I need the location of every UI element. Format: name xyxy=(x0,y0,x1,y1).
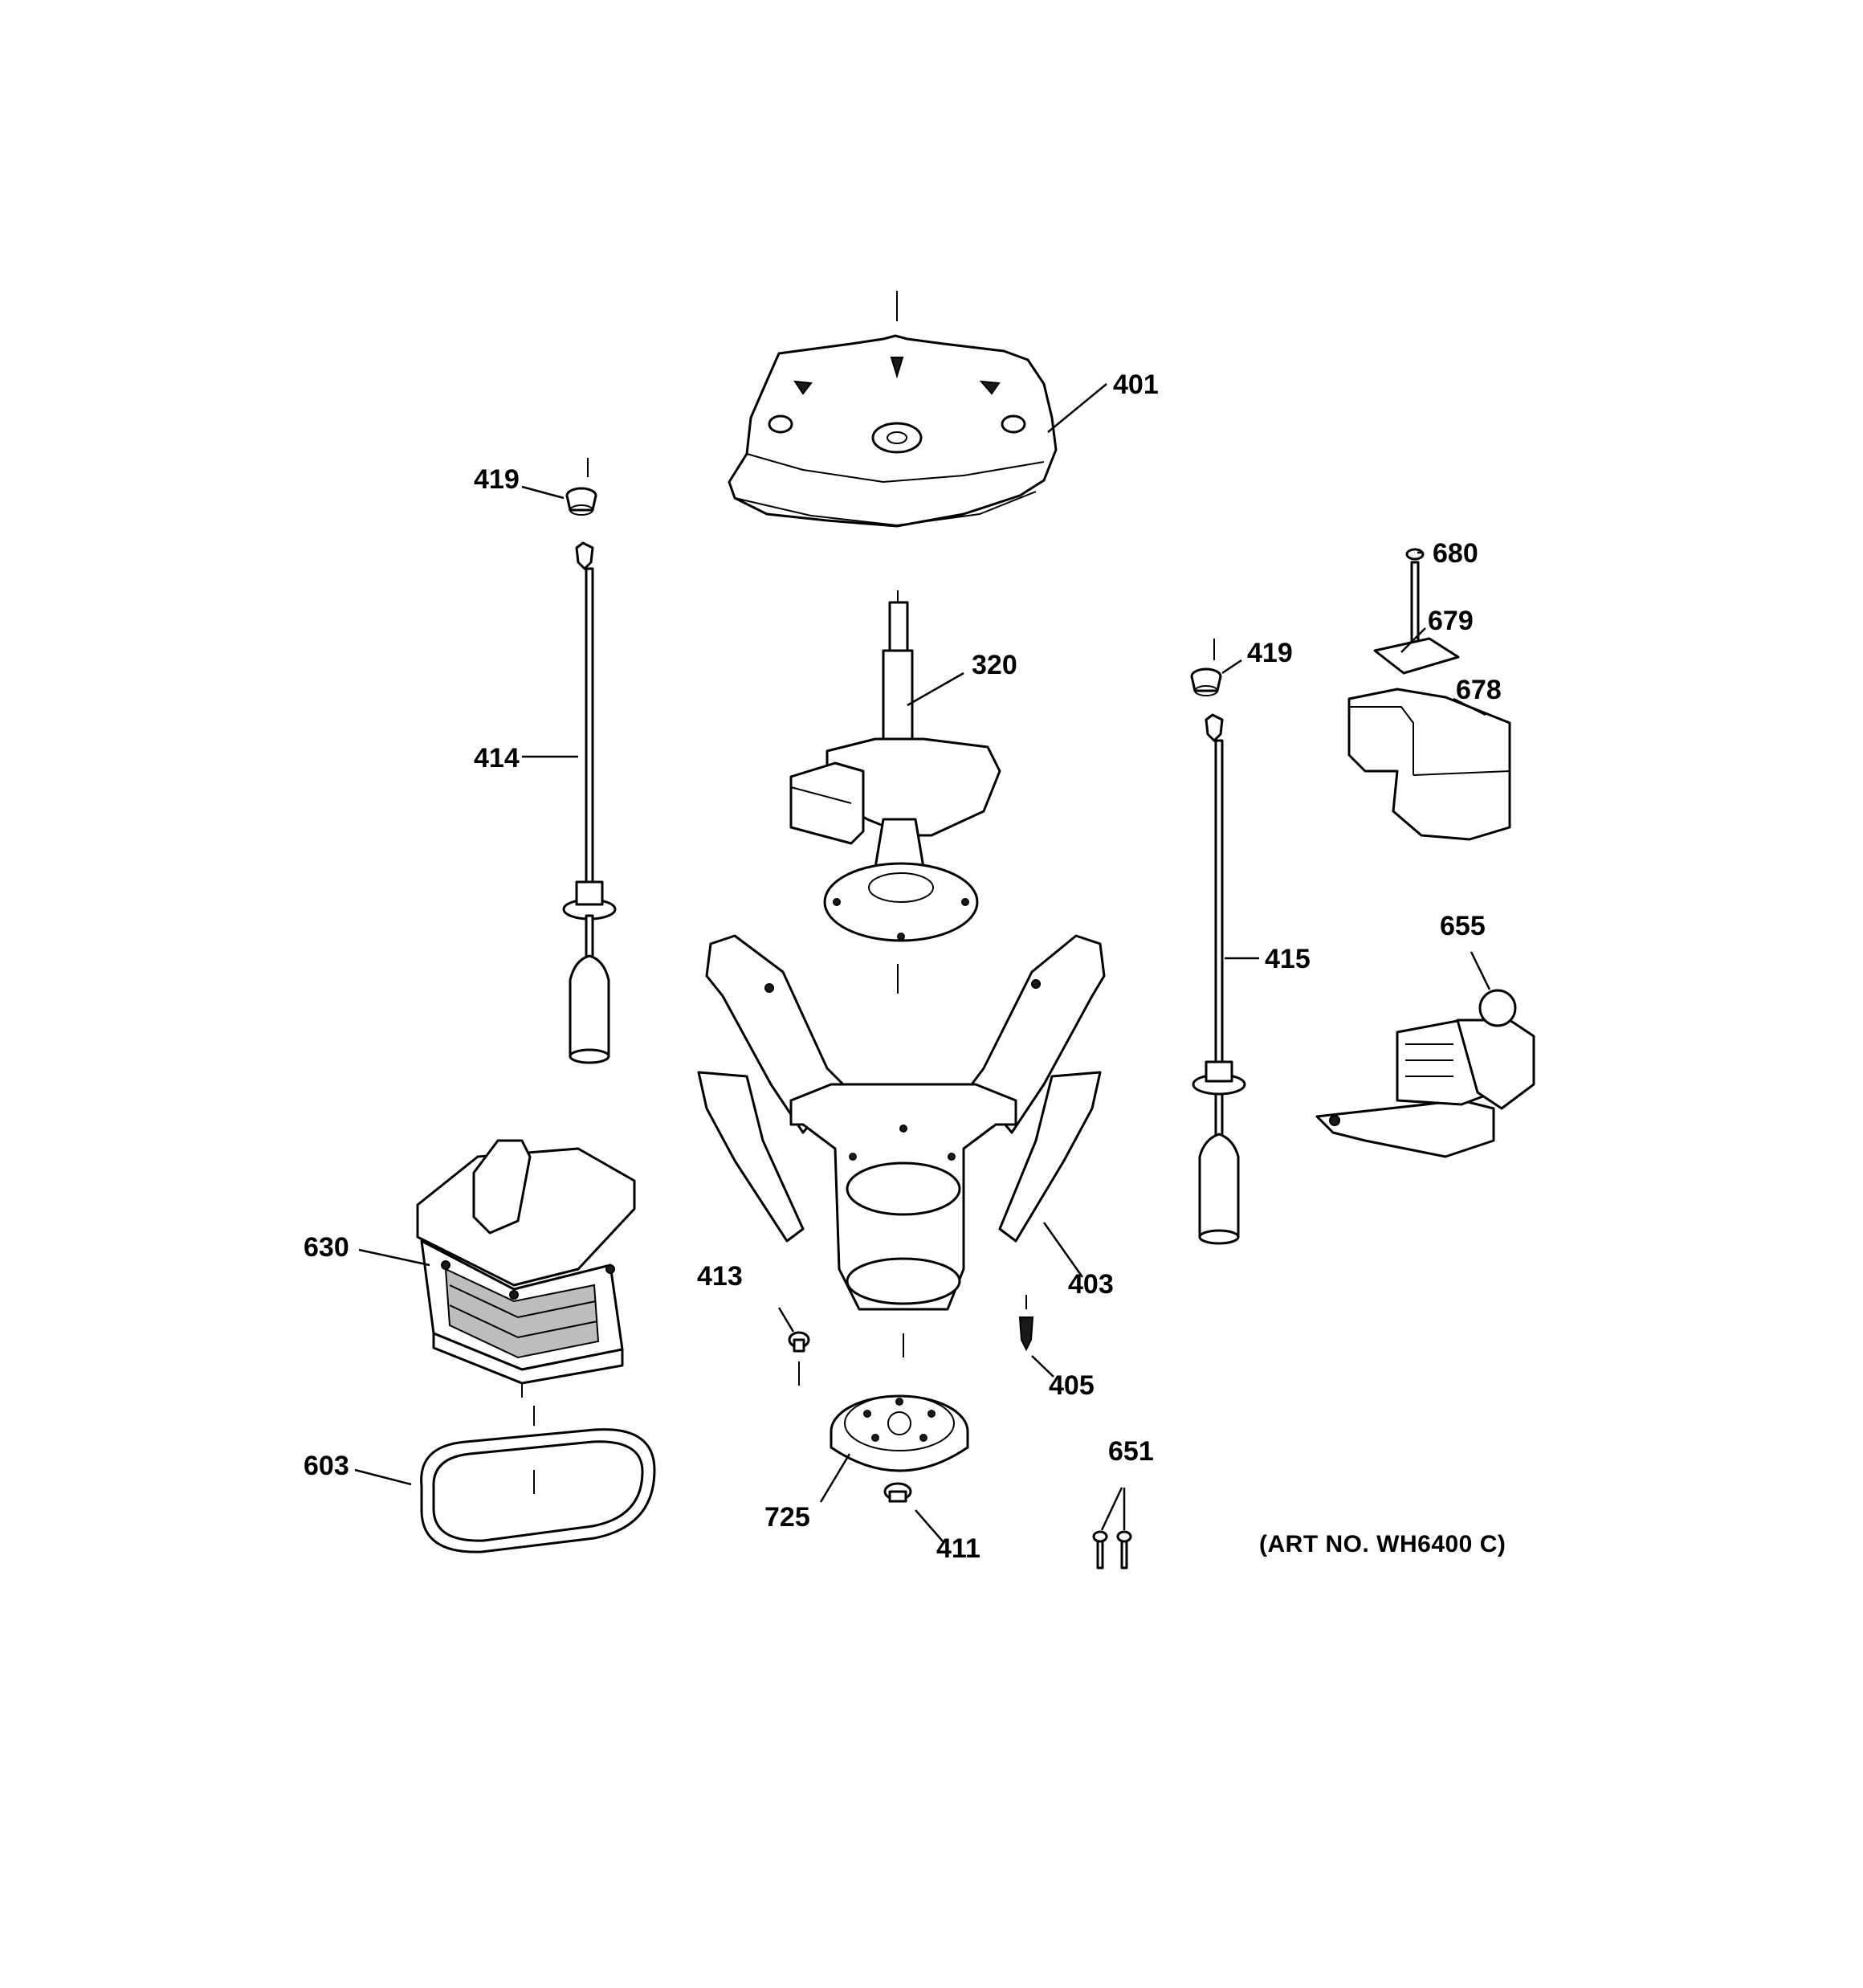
part-630-motor-drawing xyxy=(416,1139,636,1426)
callout-415: 415 xyxy=(1265,944,1311,974)
callout-411: 411 xyxy=(936,1533,980,1564)
callout-651: 651 xyxy=(1108,1436,1154,1467)
part-655-pump-drawing xyxy=(1315,989,1535,1158)
callout-419-left: 419 xyxy=(474,464,520,495)
part-405-screw-drawing xyxy=(1018,1295,1034,1352)
callout-419-right: 419 xyxy=(1247,638,1293,668)
callout-678: 678 xyxy=(1456,675,1502,705)
part-603-belt-drawing xyxy=(420,1428,656,1553)
part-414-suspension-rod-drawing xyxy=(562,541,617,1064)
callout-414: 414 xyxy=(474,743,520,774)
part-411-nut-drawing xyxy=(883,1482,912,1503)
part-678-679-680-weight-drawing xyxy=(1347,548,1511,841)
callout-413: 413 xyxy=(697,1261,743,1292)
part-419-right-bushing-drawing xyxy=(1190,639,1222,696)
callout-679: 679 xyxy=(1428,606,1474,636)
leader-lines xyxy=(354,383,1491,1543)
callout-403: 403 xyxy=(1068,1269,1114,1300)
callout-655: 655 xyxy=(1440,911,1486,941)
callout-630: 630 xyxy=(304,1232,349,1263)
part-403-base-bracket-drawing xyxy=(697,934,1106,1357)
part-320-transmission-drawing xyxy=(789,590,1001,994)
part-725-pulley-drawing xyxy=(830,1394,969,1472)
part-651-screws-drawing xyxy=(1092,1530,1132,1570)
part-419-left-bushing-drawing xyxy=(565,458,597,516)
part-413-nut-drawing xyxy=(788,1331,810,1386)
callout-680: 680 xyxy=(1433,538,1478,569)
part-401-cover-drawing xyxy=(728,291,1058,528)
part-415-suspension-rod-drawing xyxy=(1192,713,1246,1245)
art-number: (ART NO. WH6400 C) xyxy=(1259,1531,1506,1557)
callout-725: 725 xyxy=(764,1502,810,1533)
callout-401: 401 xyxy=(1113,369,1159,400)
callout-320: 320 xyxy=(972,650,1017,680)
callout-405: 405 xyxy=(1049,1370,1095,1401)
callout-603: 603 xyxy=(304,1451,349,1481)
